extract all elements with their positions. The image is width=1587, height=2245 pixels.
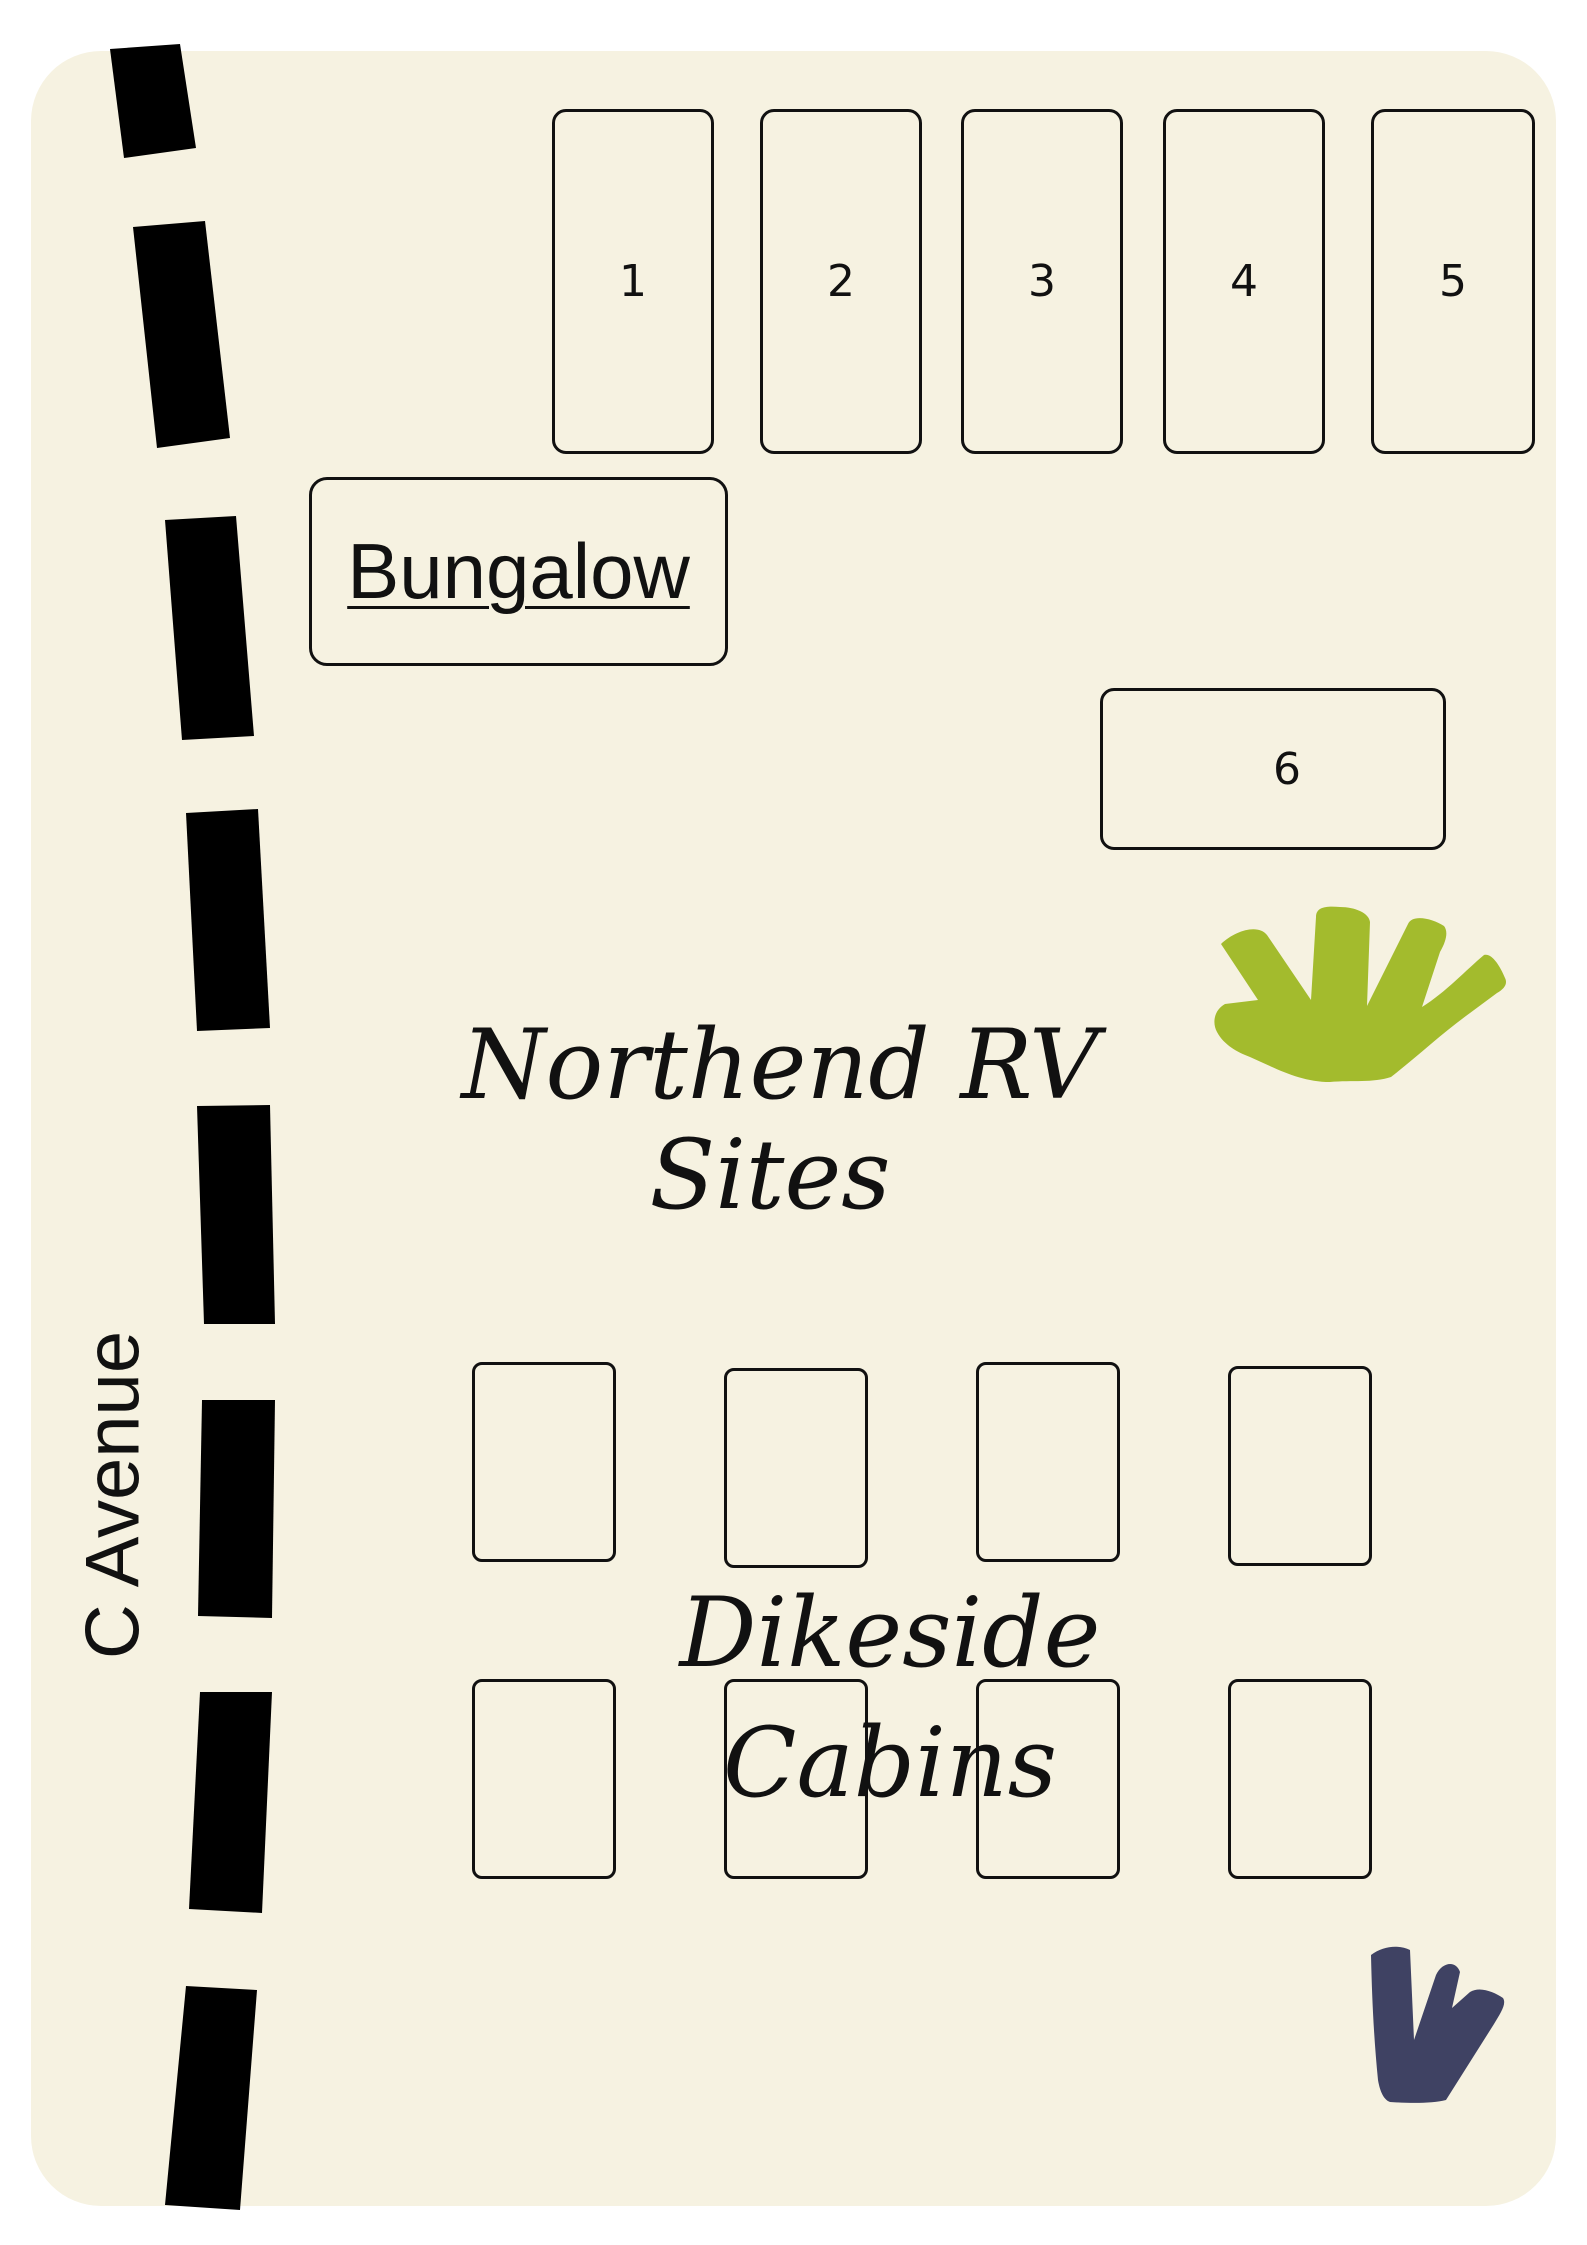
road-dash (165, 1986, 257, 2210)
cabin[interactable] (724, 1368, 868, 1568)
road-dash (186, 809, 270, 1031)
green-plant-icon (1214, 906, 1507, 1082)
cabin[interactable] (1228, 1679, 1372, 1879)
rv-area-title: Northend RV Sites (430, 1010, 1130, 1230)
rv-area-title-line1: Northend RV (461, 1009, 1099, 1121)
rv-site-1[interactable]: 1 (552, 109, 714, 454)
road-dash (110, 44, 196, 158)
cabin[interactable] (1228, 1366, 1372, 1566)
map-background (31, 51, 1556, 2206)
rv-site-2[interactable]: 2 (760, 109, 922, 454)
cabin[interactable] (976, 1679, 1120, 1879)
rv-area-title-line2: Sites (649, 1119, 891, 1231)
navy-plant-icon (1371, 1946, 1505, 2103)
cabin[interactable] (976, 1362, 1120, 1562)
rv-site-3[interactable]: 3 (961, 109, 1123, 454)
road-dash (133, 221, 230, 448)
cabins-title: Dikeside Cabins (679, 1577, 1101, 1819)
cabin[interactable] (472, 1679, 616, 1879)
rv-site-5[interactable]: 5 (1371, 109, 1535, 454)
rv-site-4[interactable]: 4 (1163, 109, 1325, 454)
cabin[interactable] (472, 1362, 616, 1562)
road-dash (198, 1400, 275, 1618)
road-dash (165, 516, 254, 740)
street-label: C Avenue (70, 1330, 156, 1660)
road-dashes (110, 44, 275, 2210)
cabin[interactable] (724, 1679, 868, 1879)
road-dash (189, 1692, 272, 1913)
bungalow[interactable]: Bungalow (309, 477, 728, 666)
rv-site-6[interactable]: 6 (1100, 688, 1446, 850)
road-dash (197, 1105, 275, 1324)
